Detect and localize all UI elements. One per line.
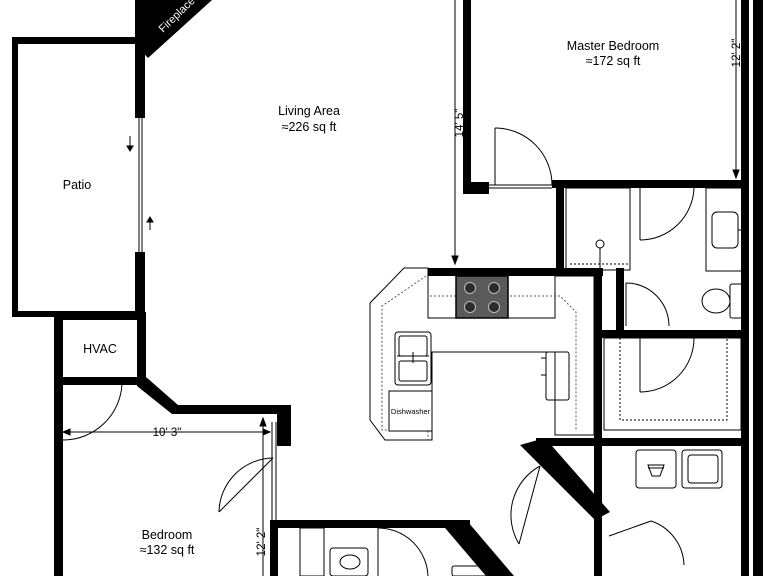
bedroom-wall-top	[137, 377, 291, 414]
bedroom-wall-left	[54, 378, 63, 576]
toilet-icon	[701, 283, 743, 319]
master-shower	[565, 187, 631, 271]
walls	[12, 0, 763, 576]
hvac-wall-top	[54, 312, 146, 320]
toilet-door	[625, 282, 670, 327]
bath-partition-2	[616, 268, 624, 338]
bath-wall-left	[594, 330, 602, 445]
bedroom-height-label: 12' 2"	[256, 528, 268, 557]
master-door	[494, 127, 553, 186]
counter-dotted-edge	[381, 275, 429, 440]
living-left-wall-top	[135, 0, 145, 118]
arrow-up-icon	[146, 216, 154, 230]
bedroom-door	[62, 383, 123, 441]
arrow-down-icon	[126, 136, 134, 152]
hvac-wall-right	[137, 312, 146, 386]
patio-wall-top	[12, 37, 142, 44]
master-bedroom-area: ≈172 sq ft	[586, 54, 641, 68]
closet-wall-left	[556, 183, 564, 276]
master-bath-door	[639, 187, 695, 241]
master-height-label: 12' 2"	[731, 39, 743, 68]
bedroom-wall-stub	[277, 410, 291, 446]
bedroom-closet-door	[218, 457, 274, 513]
bath-wall-top	[270, 520, 470, 528]
living-height-label: 14' 5"	[454, 109, 466, 138]
master-bedroom-name: Master Bedroom	[567, 39, 659, 53]
patio-wall-left	[12, 37, 18, 317]
laundry-wall-top	[536, 438, 749, 446]
kitchen-wall-top	[428, 268, 603, 276]
walk-in-door	[639, 337, 695, 393]
bedroom-name: Bedroom	[142, 528, 193, 542]
bath-wall-mid	[594, 330, 749, 338]
hvac-name: HVAC	[83, 342, 117, 356]
hvac-wall-left	[54, 312, 63, 385]
master-wall-right	[741, 0, 749, 576]
washer-icon	[635, 449, 677, 489]
dryer-icon	[681, 449, 723, 489]
tub	[603, 337, 742, 431]
sink-icon	[394, 331, 432, 386]
laundry-wall-left	[594, 440, 602, 576]
master-wall-left-upper	[463, 0, 471, 194]
windows	[55, 118, 552, 576]
patio-arrows	[126, 136, 154, 230]
laundry-angled-wall	[520, 438, 610, 520]
living-area-area: ≈226 sq ft	[282, 120, 337, 134]
master-wall-bottom-left	[463, 182, 489, 194]
laundry-door	[510, 465, 541, 545]
dishwasher-box: Dishwasher	[388, 390, 433, 432]
hall-door	[608, 520, 685, 566]
patio-name: Patio	[63, 178, 92, 192]
bedroom-wall-right	[270, 520, 278, 576]
exterior-wall-right	[753, 0, 763, 576]
bath-sink-icon	[705, 187, 743, 272]
dishwasher-label: Dishwasher	[391, 407, 431, 416]
bath-angled-wall	[440, 522, 514, 576]
hall-bath-fixtures	[299, 527, 493, 576]
bath-door	[377, 527, 429, 576]
dimension-lines	[61, 0, 740, 576]
bath-partition	[594, 268, 602, 338]
master-wall-bottom	[552, 180, 749, 188]
refrigerator-icon	[541, 351, 570, 401]
bedroom-area: ≈132 sq ft	[140, 543, 195, 557]
living-left-wall-mid	[135, 252, 145, 316]
bedroom-width-label: 10' 3"	[153, 427, 182, 439]
living-area-name: Living Area	[278, 104, 340, 118]
fireplace-block	[137, 0, 212, 58]
counter-outline	[369, 267, 595, 441]
cooktop-icon	[455, 275, 509, 319]
